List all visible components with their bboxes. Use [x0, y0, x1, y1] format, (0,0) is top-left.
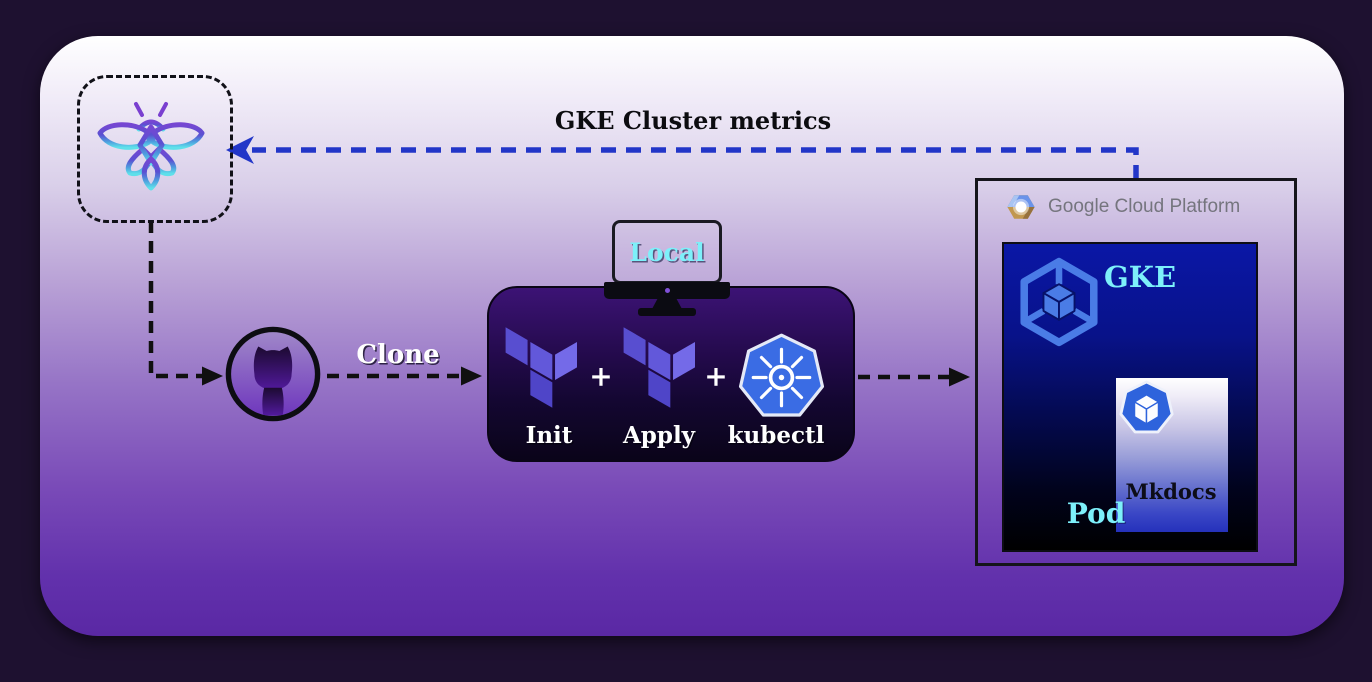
clone-arrow [327, 366, 482, 386]
plus-separator: + [589, 360, 613, 393]
terraform-icon [505, 327, 577, 408]
firefly-icon [97, 102, 205, 191]
gke-label: GKE [1104, 260, 1177, 294]
kubectl-label: kubectl [727, 422, 825, 449]
local-machine-monitor: Local [612, 220, 722, 284]
monitoring-source-box [77, 75, 233, 223]
metrics-arrow-label: GKE Cluster metrics [554, 106, 832, 135]
monitor-power-dot [665, 288, 670, 293]
metrics-arrow [226, 136, 1139, 180]
kubernetes-icon [738, 333, 825, 417]
monitor-stand-base [638, 308, 696, 316]
pod-label: Pod [1066, 497, 1126, 530]
terraform-icon [623, 327, 695, 408]
plus-separator: + [704, 360, 728, 393]
gcp-title: Google Cloud Platform [1048, 196, 1241, 217]
terraform-apply-label: Apply [622, 422, 696, 449]
mkdocs-label: Mkdocs [1125, 479, 1217, 504]
monitor-stand-neck [652, 299, 682, 309]
gke-icon [1020, 257, 1098, 347]
clone-arrow-label: Clone [356, 340, 440, 370]
mkdocs-pod-icon [1119, 380, 1174, 434]
deploy-arrow [858, 367, 970, 387]
github-icon [225, 326, 321, 422]
local-machine-label: Local [629, 237, 705, 267]
gcp-box [975, 178, 1297, 566]
google-cloud-icon [1007, 195, 1035, 219]
terraform-init-label: Init [525, 422, 573, 449]
source-to-github-arrow [148, 221, 223, 386]
